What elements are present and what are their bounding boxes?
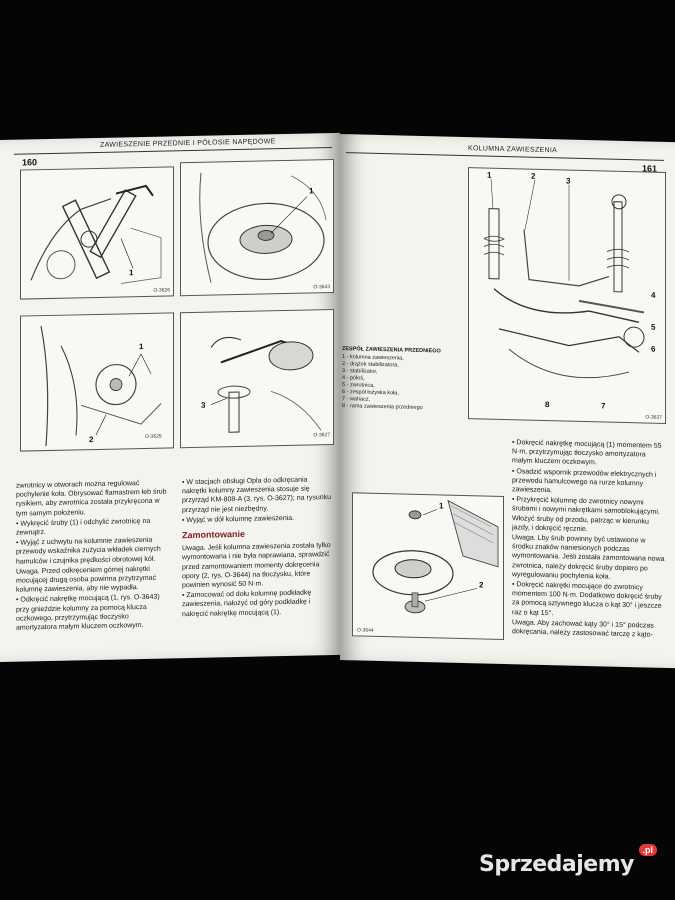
callout-label: 2 bbox=[531, 171, 536, 181]
running-header: Kolumna zawieszenia bbox=[468, 145, 558, 155]
sprzedajemy-watermark: Sprzedajemy .pl bbox=[479, 842, 659, 886]
callout-label: 6 bbox=[651, 344, 656, 354]
figure-code: O-3625 bbox=[145, 433, 162, 440]
right-text-column: • W stacjach obsługi Opla do odkręcania … bbox=[182, 475, 332, 620]
paragraph: zwrotnicy w otworach można regulować poc… bbox=[16, 480, 167, 518]
paragraph: • Dokręcić nakrętki mocujące do zwrotnic… bbox=[512, 581, 662, 617]
figure-code: O-3644 bbox=[357, 627, 374, 634]
callout-label: 1 bbox=[139, 341, 144, 352]
note-paragraph: Uwaga. Aby zachować kąty 30° i 15° podcz… bbox=[512, 619, 654, 639]
paragraph: • Wyjąć w dół kolumnę zawieszenia. bbox=[182, 514, 295, 525]
tool-km808-illustration bbox=[210, 336, 322, 433]
note-paragraph: Uwaga. Lby śrub powinny być ustawione w … bbox=[512, 534, 665, 581]
figure-code: O-3627 bbox=[313, 432, 330, 439]
callout-label: 3 bbox=[201, 400, 206, 410]
left-text-column: zwrotnicy w otworach można regulować poc… bbox=[16, 478, 170, 633]
figure-code: O-3637 bbox=[645, 414, 662, 421]
callout-label: 4 bbox=[651, 290, 656, 300]
figure-code: O-3626 bbox=[153, 287, 170, 294]
paragraph: • Odkręcić nakrętkę mocującą (1, rys. O-… bbox=[16, 594, 160, 632]
header-rule bbox=[14, 147, 332, 155]
right-text-column: • Dokręcić nakrętkę mocującą (1) momente… bbox=[512, 438, 668, 641]
paragraph: • Zamocować od dołu kolumnę podkładkę za… bbox=[182, 589, 312, 618]
paragraph: • W stacjach obsługi Opla do odkręcania … bbox=[182, 476, 331, 514]
suspension-assembly-illustration bbox=[483, 178, 645, 379]
callout-label: 2 bbox=[479, 580, 484, 590]
paragraph: • Osadzić wspornik przewodów elektryczny… bbox=[512, 467, 657, 495]
paragraph: • Dokręcić nakrętkę mocującą (1) momente… bbox=[512, 439, 662, 467]
watermark-text: Sprzedajemy bbox=[479, 852, 635, 877]
running-header: Zawieszenie przednie i półosie napędowe bbox=[100, 138, 276, 149]
figure-strut-mount: 1 O-3643 bbox=[180, 159, 334, 297]
callout-label: 8 bbox=[545, 400, 550, 410]
paragraph: • Przykręcić kolumnę do zwrotnicy nowymi… bbox=[512, 496, 660, 533]
note-paragraph: Uwaga. Przed odkręceniem górnej nakrętki… bbox=[16, 565, 157, 594]
right-page: Kolumna zawieszenia 1 6 1 1 2 3 4 5 6 7 8 … bbox=[340, 134, 675, 669]
figure-brake-lines: 1 2 O-3625 bbox=[20, 312, 174, 452]
note-paragraph: Uwaga. Jeśli kolumna zawieszenia została… bbox=[182, 542, 331, 590]
callout-label: 1 bbox=[309, 186, 314, 196]
section-heading: Zamontowanie bbox=[182, 528, 246, 541]
figure-legend: Zespół zawieszenia przedniego 1 - kolumn… bbox=[342, 346, 462, 413]
figure-strut-wrench: 1 O-3626 bbox=[20, 166, 174, 300]
paragraph: • Wyjąć z uchwytu na kolumnie zawieszeni… bbox=[16, 537, 161, 566]
left-page: Zawieszenie przednie i półosie napędowe … bbox=[0, 132, 340, 662]
page-number: 160 bbox=[22, 157, 38, 168]
brake-lines-illustration bbox=[40, 326, 162, 447]
figure-tool-km808: 3 O-3627 bbox=[180, 309, 334, 449]
figure-strut-nut: 1 2 O-3644 bbox=[352, 492, 504, 641]
strut-wrench-illustration bbox=[30, 184, 162, 284]
callout-label: 3 bbox=[566, 176, 571, 186]
callout-label: 2 bbox=[89, 435, 94, 445]
paragraph: • Wykręcić śruby (1) i odchylić zwrotnic… bbox=[16, 517, 151, 537]
strut-mount-illustration bbox=[199, 172, 327, 283]
strut-nut-illustration bbox=[372, 499, 499, 614]
watermark-badge: .pl bbox=[638, 844, 657, 856]
callout-label: 7 bbox=[601, 401, 606, 411]
header-rule bbox=[346, 152, 664, 161]
figure-code: O-3643 bbox=[313, 284, 330, 291]
figure-front-suspension-assembly: 1 2 3 4 5 6 7 8 O-3637 bbox=[468, 167, 666, 424]
callout-label: 5 bbox=[651, 322, 656, 332]
callout-label: 1 bbox=[129, 268, 134, 278]
callout-label: 1 bbox=[487, 170, 492, 180]
callout-label: 1 bbox=[439, 501, 444, 511]
